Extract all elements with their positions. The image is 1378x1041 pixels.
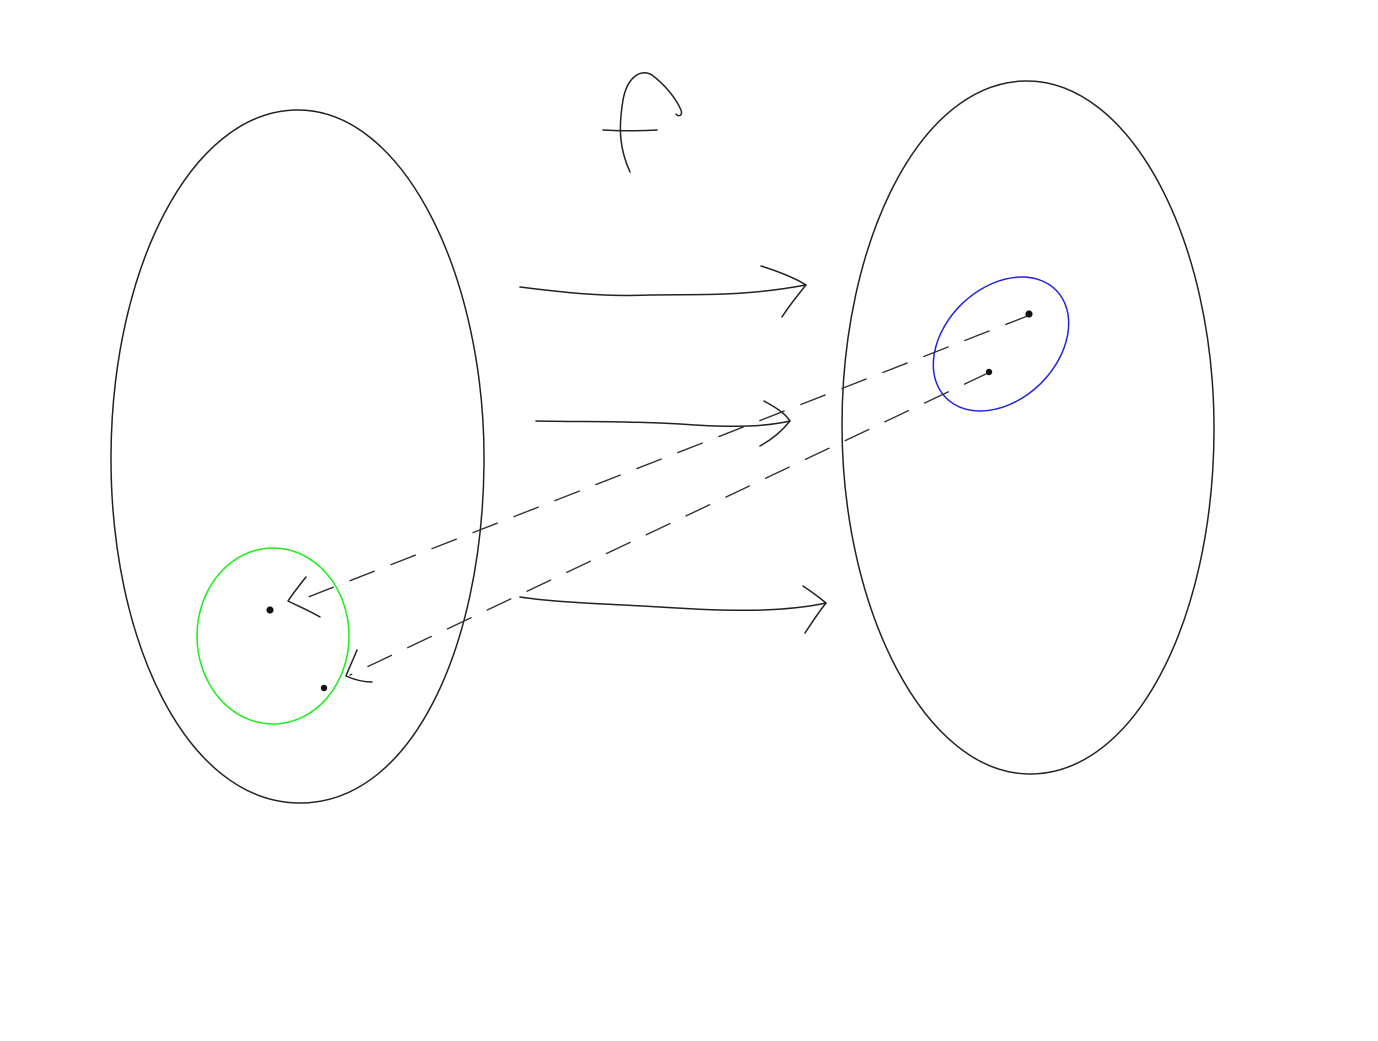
mapping-arrow-bottom-head xyxy=(802,585,827,634)
codomain-set-ellipse xyxy=(841,80,1215,775)
mapping-arrow-middle-shaft xyxy=(535,420,791,428)
domain-point-lower xyxy=(320,684,328,692)
function-label-crossbar xyxy=(602,129,658,132)
mapping-arrows xyxy=(519,265,827,634)
mapping-arrow-middle xyxy=(535,400,791,447)
mapping-arrow-top-shaft xyxy=(519,284,807,297)
points xyxy=(266,310,1033,692)
preimage-arrow-upper-head xyxy=(287,576,321,618)
domain-neighborhood-circle xyxy=(196,547,350,725)
function-label-glyph xyxy=(619,72,683,173)
preimage-arrows xyxy=(287,314,1031,683)
codomain-neighborhood-ellipse xyxy=(932,276,1070,412)
preimage-arrow-lower-head xyxy=(345,649,373,683)
mapping-arrow-top-head xyxy=(760,265,807,318)
preimage-arrow-upper xyxy=(287,314,1031,618)
codomain-point-lower xyxy=(985,368,993,376)
mapping-arrow-bottom xyxy=(519,585,827,634)
preimage-arrow-lower xyxy=(345,372,989,683)
function-label: f xyxy=(602,72,683,173)
mapping-arrow-bottom-shaft xyxy=(519,596,827,612)
domain-point-upper xyxy=(266,606,274,614)
codomain-point-upper xyxy=(1025,310,1033,318)
preimage-arrow-lower-line xyxy=(349,372,989,676)
domain-set-ellipse xyxy=(110,109,485,804)
preimage-arrow-upper-line xyxy=(297,314,1031,602)
mapping-arrow-top xyxy=(519,265,807,318)
mapping-arrow-middle-head xyxy=(759,400,791,447)
